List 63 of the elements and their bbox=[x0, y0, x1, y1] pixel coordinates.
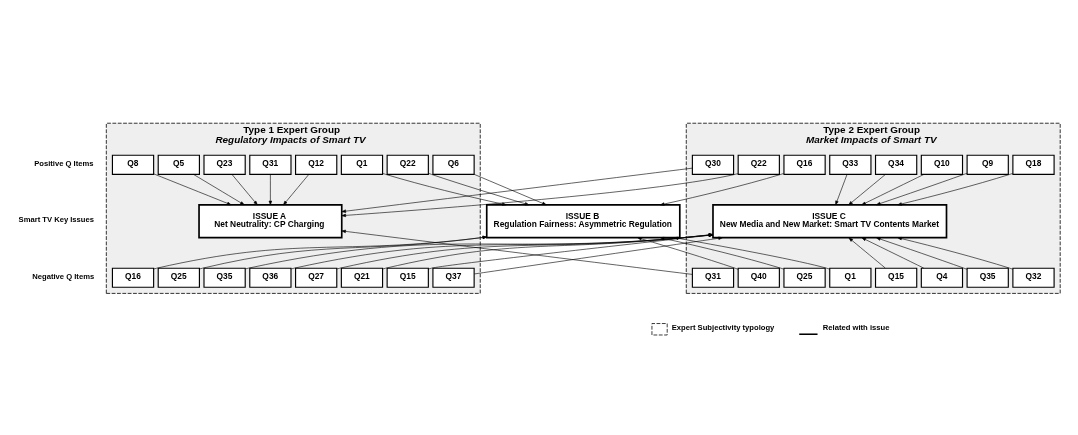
arrow bbox=[861, 174, 925, 206]
arrow bbox=[637, 237, 739, 270]
node-box: Q30 bbox=[691, 154, 735, 175]
node-box: Q25 bbox=[783, 267, 826, 288]
arrow bbox=[231, 174, 258, 206]
node-box: Q31 bbox=[691, 267, 735, 288]
node-box: Q31 bbox=[249, 154, 292, 175]
node-box: ISSUE A Net Neutrality: CP Charging bbox=[198, 204, 343, 239]
legend-label: Expert Subjectivity typology bbox=[671, 323, 775, 333]
arrow bbox=[861, 237, 925, 269]
arrow bbox=[382, 173, 507, 206]
node-box: Q21 bbox=[340, 267, 384, 288]
arrow bbox=[876, 172, 968, 206]
node-box: Q22 bbox=[737, 154, 780, 175]
arrow bbox=[341, 167, 693, 213]
arrow bbox=[897, 173, 1013, 206]
node-box: Q9 bbox=[966, 154, 1009, 175]
legend-label: Related with issue bbox=[822, 323, 890, 333]
node-box: Q1 bbox=[829, 267, 872, 288]
arrow bbox=[835, 174, 848, 206]
arrow bbox=[848, 174, 886, 206]
arrow bbox=[848, 237, 886, 269]
arrow bbox=[674, 236, 830, 270]
label: Positive Q Items bbox=[34, 158, 94, 168]
node-box: Q33 bbox=[829, 154, 872, 175]
arrow bbox=[660, 173, 784, 206]
node-box: Q5 bbox=[157, 154, 200, 175]
node-box: Q15 bbox=[874, 267, 918, 288]
node-box: Q35 bbox=[203, 267, 246, 288]
arrow bbox=[474, 174, 547, 206]
arrow bbox=[341, 173, 739, 218]
arrow bbox=[268, 174, 273, 206]
arrow bbox=[341, 229, 693, 275]
node-box: Q6 bbox=[432, 154, 475, 175]
label: Negative Q Items bbox=[32, 271, 95, 281]
node-box: Q18 bbox=[1012, 154, 1055, 175]
arrow bbox=[474, 236, 723, 275]
arrow bbox=[897, 237, 1013, 270]
node-box: Q16 bbox=[111, 267, 155, 288]
arrow bbox=[660, 236, 784, 270]
node-box: Q23 bbox=[203, 154, 246, 175]
arrow bbox=[193, 174, 245, 206]
node-box: Q22 bbox=[386, 154, 429, 175]
arrow bbox=[428, 173, 530, 206]
node-box: Q36 bbox=[249, 267, 292, 288]
arrow bbox=[876, 237, 968, 270]
arrow bbox=[283, 174, 310, 206]
node-box: Q35 bbox=[966, 267, 1009, 288]
node-box: Q40 bbox=[737, 267, 780, 288]
node-box: Q10 bbox=[920, 154, 964, 175]
arrow bbox=[153, 173, 232, 206]
node-box: Q34 bbox=[874, 154, 918, 175]
node-box: Q1 bbox=[340, 154, 384, 175]
node-box: Q8 bbox=[111, 154, 155, 175]
node-box: Q25 bbox=[157, 267, 200, 288]
node-box: Q32 bbox=[1012, 267, 1055, 288]
node-box: Q4 bbox=[920, 267, 964, 288]
node-box: Q15 bbox=[386, 267, 429, 288]
node-box: Q12 bbox=[295, 154, 338, 175]
label: Smart TV Key Issues bbox=[18, 215, 95, 225]
node-box: Q37 bbox=[432, 267, 475, 288]
node-box: Q27 bbox=[295, 267, 338, 288]
node-box: Q16 bbox=[783, 154, 826, 175]
